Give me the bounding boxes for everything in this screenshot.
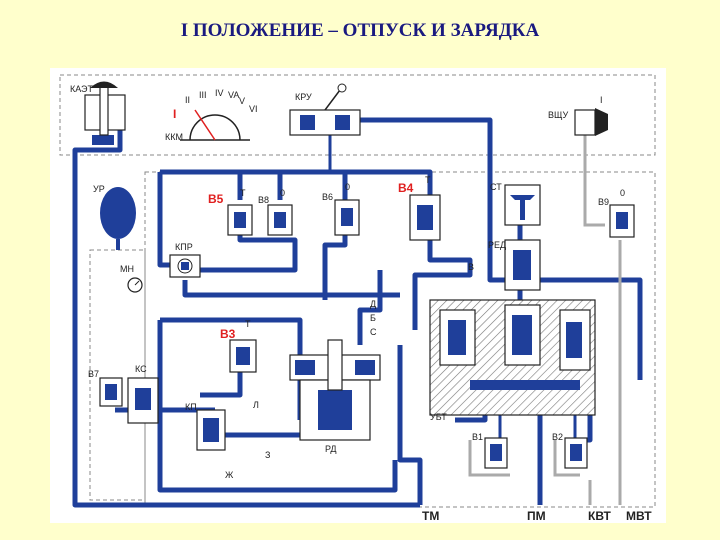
label-v8: В8 [258,195,269,205]
label-v1: В1 [472,432,483,442]
label-v6-o: 0 [345,182,350,192]
label-pm: ПМ [527,509,546,523]
kru-valve: КРУ [289,83,361,136]
label-st: СТ [490,182,502,192]
ks-valve: КС [127,364,159,424]
valve-v6: В6 0 [322,182,360,236]
label-kkm: ККМ [165,132,183,142]
label-b: Б [370,313,376,323]
label-v9-o: 0 [620,188,625,198]
label-red: РЕД [488,240,506,250]
label-l: Л [253,400,259,410]
kaet-valve: КАЭТ [70,81,126,145]
vshch-valve: ВЩУ I [548,95,608,136]
st-valve: СТ [490,182,541,226]
label-v4-t: Т [425,175,431,185]
label-mn: МН [120,264,134,274]
label-kkm-pos-4: IV [215,88,224,98]
valve-v2: В2 [552,432,588,469]
valve-v8: В8 0 [258,188,293,236]
kaet-handle-icon [90,81,118,88]
kkm-controller: I II III IV VA V VI ККМ [165,88,258,142]
valve-v4: В4 Т [398,175,441,241]
kp-valve: КП [185,402,226,451]
label-kpr: КПР [175,242,193,252]
label-z: З [265,450,270,460]
mn-gauge: МН [120,264,143,293]
label-s: С [370,327,377,337]
label-v9: В9 [598,197,609,207]
slide-title: I ПОЛОЖЕНИЕ – ОТПУСК И ЗАРЯДКА [180,20,540,41]
label-v4: В4 [398,181,414,195]
label-rd: РД [325,444,337,454]
label-kvt: КВТ [588,509,612,523]
label-kkm-pos-6: V [239,96,245,106]
valve-v7: В7 [88,369,123,407]
label-tm: ТМ [422,509,439,523]
label-v6: В6 [322,192,333,202]
label-v3: В3 [220,327,236,341]
label-ur: УР [93,184,105,194]
label-v7: В7 [88,369,99,379]
label-kkm-pos-5: VA [228,90,239,100]
label-d: Д [370,299,376,309]
label-kp: КП [185,402,197,412]
label-v8-o: 0 [280,188,285,198]
kkm-lever [194,109,216,141]
valve-v1: В1 [472,432,508,469]
valve-v3: В3 Т [220,319,257,373]
rd-valve: РД [289,339,381,454]
label-kkm-pos-7: VI [249,104,258,114]
port-labels: ТМ ПМ КВТ МВТ [422,509,652,523]
label-v5: В5 [208,192,224,206]
label-ks: КС [135,364,147,374]
label-v5-t: Т [240,188,246,198]
label-kkm-pos-3: III [199,90,207,100]
valve-v9: В9 0 [598,188,635,238]
label-kkm-pos-1: I [173,107,176,121]
kpr-valve: КПР [169,242,201,278]
label-zh: Ж [225,470,234,480]
label-v3-t: Т [245,319,251,329]
label-v2: В2 [552,432,563,442]
label-ubt: УБТ [430,412,447,422]
label-kaet: КАЭТ [70,84,94,94]
label-v: В [468,262,474,272]
valve-v5: В5 Т [208,188,253,236]
label-vshch-pos: I [600,95,603,105]
label-kru: КРУ [295,92,312,102]
red-valve: РЕД [488,239,541,291]
label-vshch: ВЩУ [548,110,568,120]
label-kkm-pos-2: II [185,95,190,105]
label-mvt: МВТ [626,509,652,523]
ur-reservoir: УР [93,184,136,250]
ubt-block: УБТ [429,299,596,422]
